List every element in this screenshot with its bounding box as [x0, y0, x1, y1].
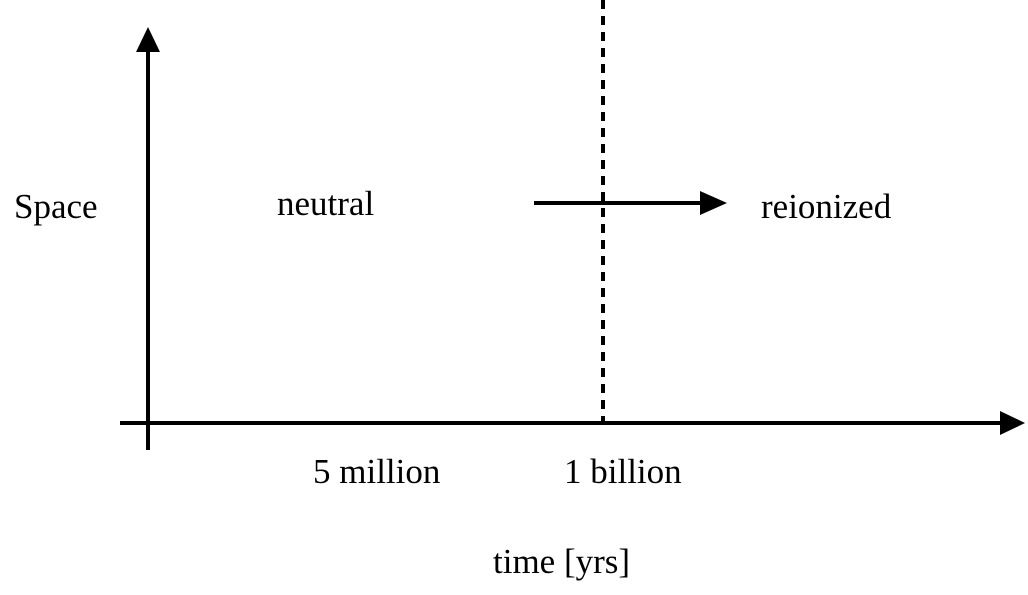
y-axis-label: Space: [14, 187, 98, 226]
reionized-region-label: reionized: [761, 187, 892, 226]
tick-label-1-billion: 1 billion: [564, 452, 682, 491]
neutral-region-label: neutral: [277, 184, 374, 223]
transition-arrowhead: [700, 191, 727, 215]
y-axis-arrowhead: [136, 27, 160, 52]
x-axis-arrowhead: [1000, 411, 1025, 435]
tick-label-5-million: 5 million: [313, 452, 440, 491]
x-axis-label: time [yrs]: [493, 542, 630, 581]
